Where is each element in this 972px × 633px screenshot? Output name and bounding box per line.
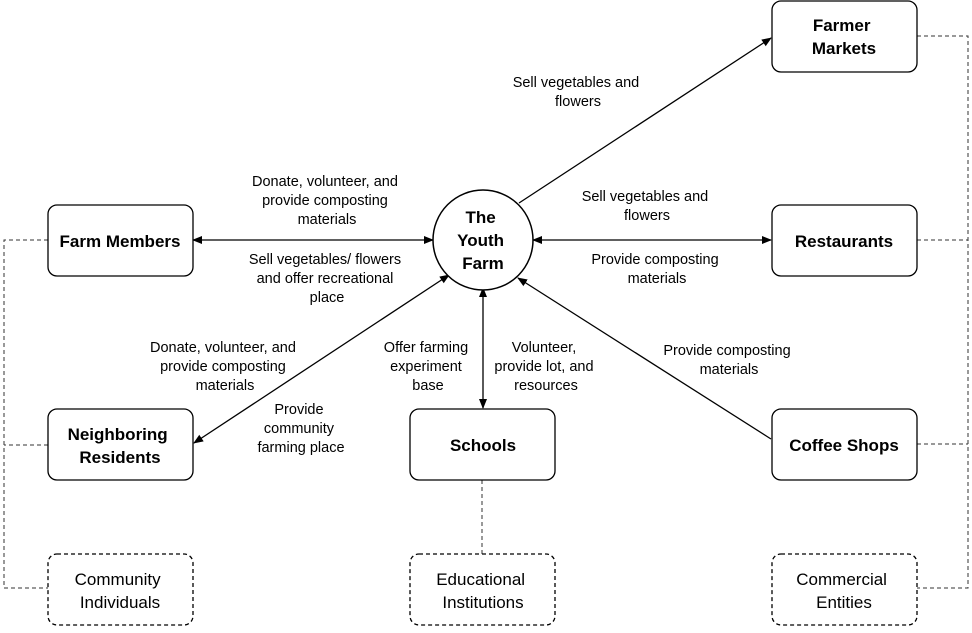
label-from-schools: Volunteer, provide lot, and resources bbox=[494, 340, 597, 394]
label-to-farmer-markets: Sell vegetables and flowers bbox=[513, 75, 644, 110]
node-farm-members: Farm Members bbox=[47, 204, 194, 277]
node-farmer-markets: Farmer Markets bbox=[771, 0, 918, 73]
label-from-farm-members: Donate, volunteer, and provide compostin… bbox=[252, 174, 402, 228]
edge-labels: Sell vegetables and flowers Sell vegetab… bbox=[150, 75, 794, 456]
group-commercial-entities: Commercial Entities bbox=[771, 553, 918, 626]
label-from-neighbors: Donate, volunteer, and provide compostin… bbox=[150, 340, 300, 394]
group-community-individuals: Community Individuals bbox=[47, 553, 194, 626]
group-connectors bbox=[3, 35, 969, 589]
farmer-markets-label: Farmer Markets bbox=[812, 16, 876, 58]
label-from-coffee-shops: Provide composting materials bbox=[663, 343, 794, 378]
arrow-neighbors bbox=[193, 274, 450, 444]
commercial-entities-label: Commercial Entities bbox=[796, 570, 891, 612]
label-from-restaurants: Provide composting materials bbox=[591, 252, 722, 287]
youth-farm-label: The Youth Farm bbox=[457, 208, 509, 273]
coffee-shops-label: Coffee Shops bbox=[789, 436, 899, 455]
arrow-to-farmer-markets bbox=[518, 37, 772, 204]
label-to-schools: Offer farming experiment base bbox=[384, 340, 472, 394]
commercial-connector-markets bbox=[917, 35, 969, 589]
group-educational-institutions: Educational Institutions bbox=[409, 553, 556, 626]
schools-label: Schools bbox=[450, 436, 516, 455]
neighboring-residents-label: Neighboring Residents bbox=[68, 425, 173, 467]
node-youth-farm: The Youth Farm bbox=[432, 189, 534, 291]
node-coffee-shops: Coffee Shops bbox=[771, 408, 918, 481]
educational-institutions-label: Educational Institutions bbox=[436, 570, 530, 612]
label-to-neighbors: Provide community farming place bbox=[257, 402, 344, 456]
node-schools: Schools bbox=[409, 408, 556, 481]
farm-members-label: Farm Members bbox=[60, 232, 181, 251]
relationship-arrows bbox=[192, 37, 772, 444]
node-neighboring-residents: Neighboring Residents bbox=[47, 408, 194, 481]
label-to-farm-members: Sell vegetables/ flowers and offer recre… bbox=[249, 252, 405, 306]
label-to-restaurants: Sell vegetables and flowers bbox=[582, 189, 713, 224]
restaurants-label: Restaurants bbox=[795, 232, 893, 251]
community-connector-members bbox=[3, 239, 48, 589]
arrow-from-coffee-shops bbox=[517, 277, 772, 440]
node-restaurants: Restaurants bbox=[771, 204, 918, 277]
community-individuals-label: Community Individuals bbox=[75, 570, 166, 612]
